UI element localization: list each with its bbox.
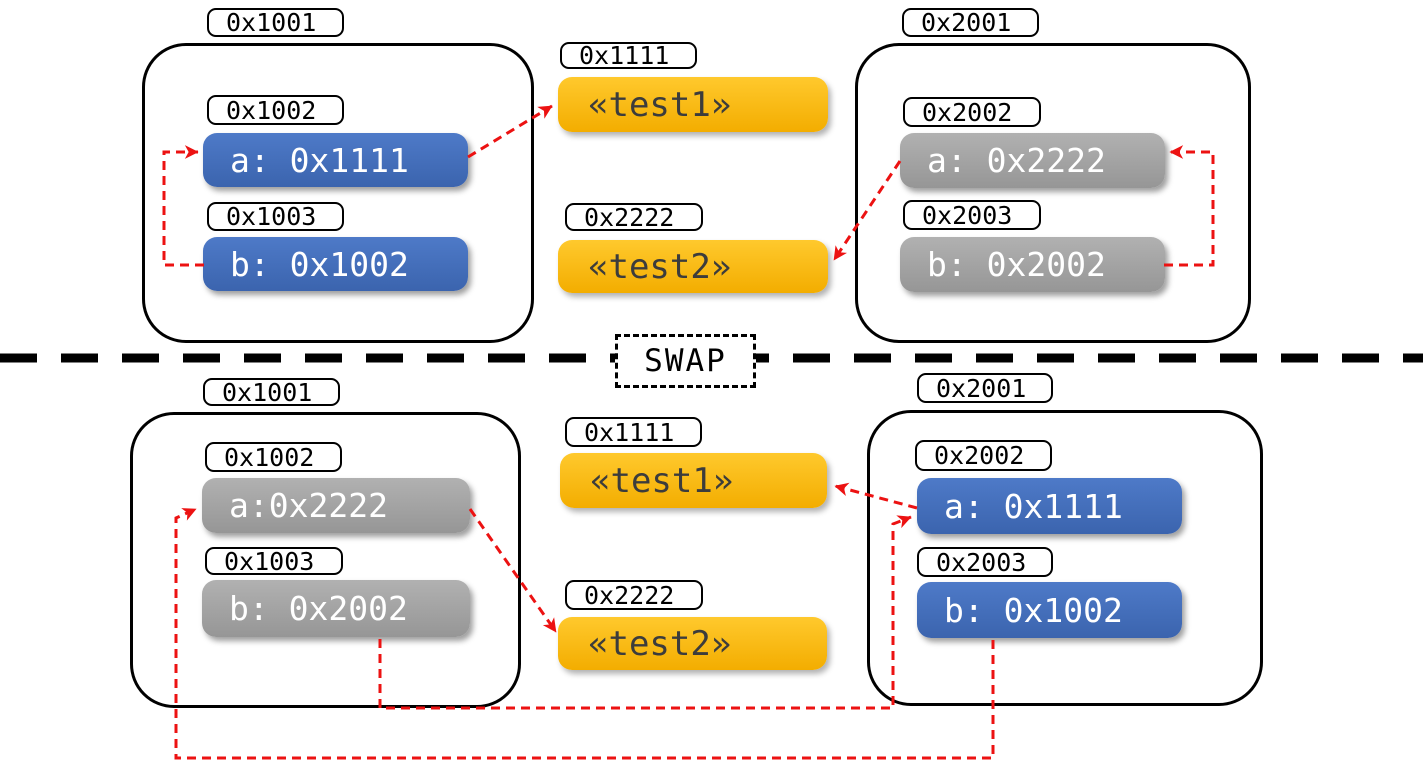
frame-address-tag: 0x1001 [207,8,344,37]
object-value: «test2» [588,246,732,287]
variable-slot-b: b: 0x1002 [917,582,1182,638]
frame-address-tag: 0x1001 [203,377,340,407]
heap-object-test1: «test1» [558,77,828,132]
slot-value: a: 0x1111 [230,140,409,180]
address-label: 0x1111 [584,417,675,447]
slot-value: b: 0x1002 [944,590,1123,630]
heap-address-tag: 0x2222 [565,580,703,610]
variable-slot-a: a: 0x1111 [917,478,1182,534]
stack-frame-top-left [142,43,534,343]
address-label: 0x1002 [224,442,315,472]
slot-value: a:0x2222 [229,486,388,525]
address-label: 0x2001 [921,8,1012,37]
address-label: 0x1002 [226,95,317,125]
slot-value: b: 0x2002 [927,245,1106,284]
slot-value: b: 0x2002 [229,589,408,628]
slot-address-tag: 0x1002 [207,95,344,125]
slot-address-tag: 0x1003 [205,546,343,576]
slot-value: a: 0x1111 [944,486,1123,526]
object-value: «test1» [590,460,734,501]
slot-address-tag: 0x1002 [205,442,342,472]
variable-slot-b: b: 0x1002 [203,237,468,291]
address-label: 0x1111 [579,41,670,70]
variable-slot-a: a:0x2222 [202,478,470,533]
variable-slot-a: a: 0x2222 [900,133,1165,188]
address-label: 0x1003 [226,202,317,231]
address-label: 0x1001 [222,377,313,407]
heap-object-test1: «test1» [560,453,827,508]
address-label: 0x2001 [936,373,1027,403]
address-label: 0x2002 [922,97,1013,127]
slot-address-tag: 0x1003 [207,202,344,231]
heap-object-test2: «test2» [558,617,827,670]
stack-frame-top-right [855,43,1251,343]
heap-address-tag: 0x1111 [560,41,697,70]
frame-address-tag: 0x2001 [917,373,1053,403]
swap-step-box: SWAP [615,334,756,388]
heap-object-test2: «test2» [558,240,828,293]
slot-value: b: 0x1002 [230,244,409,284]
variable-slot-b: b: 0x2002 [202,580,470,637]
heap-address-tag: 0x2222 [565,202,703,232]
heap-address-tag: 0x1111 [565,417,702,447]
address-label: 0x2003 [936,547,1027,577]
variable-slot-b: b: 0x2002 [900,237,1165,292]
slot-address-tag: 0x2002 [915,440,1052,471]
address-label: 0x2002 [934,441,1025,470]
slot-address-tag: 0x2002 [903,97,1041,127]
object-value: «test1» [588,84,732,125]
slot-value: a: 0x2222 [927,141,1106,180]
object-value: «test2» [588,623,732,664]
address-label: 0x1003 [224,546,315,576]
address-label: 0x2222 [584,580,675,610]
address-label: 0x2003 [922,200,1013,230]
address-label: 0x1001 [226,8,317,37]
variable-slot-a: a: 0x1111 [203,133,468,187]
swap-label: SWAP [644,343,727,379]
frame-address-tag: 0x2001 [902,8,1039,37]
address-label: 0x2222 [584,202,675,232]
slot-address-tag: 0x2003 [903,200,1041,230]
slot-address-tag: 0x2003 [917,547,1053,577]
